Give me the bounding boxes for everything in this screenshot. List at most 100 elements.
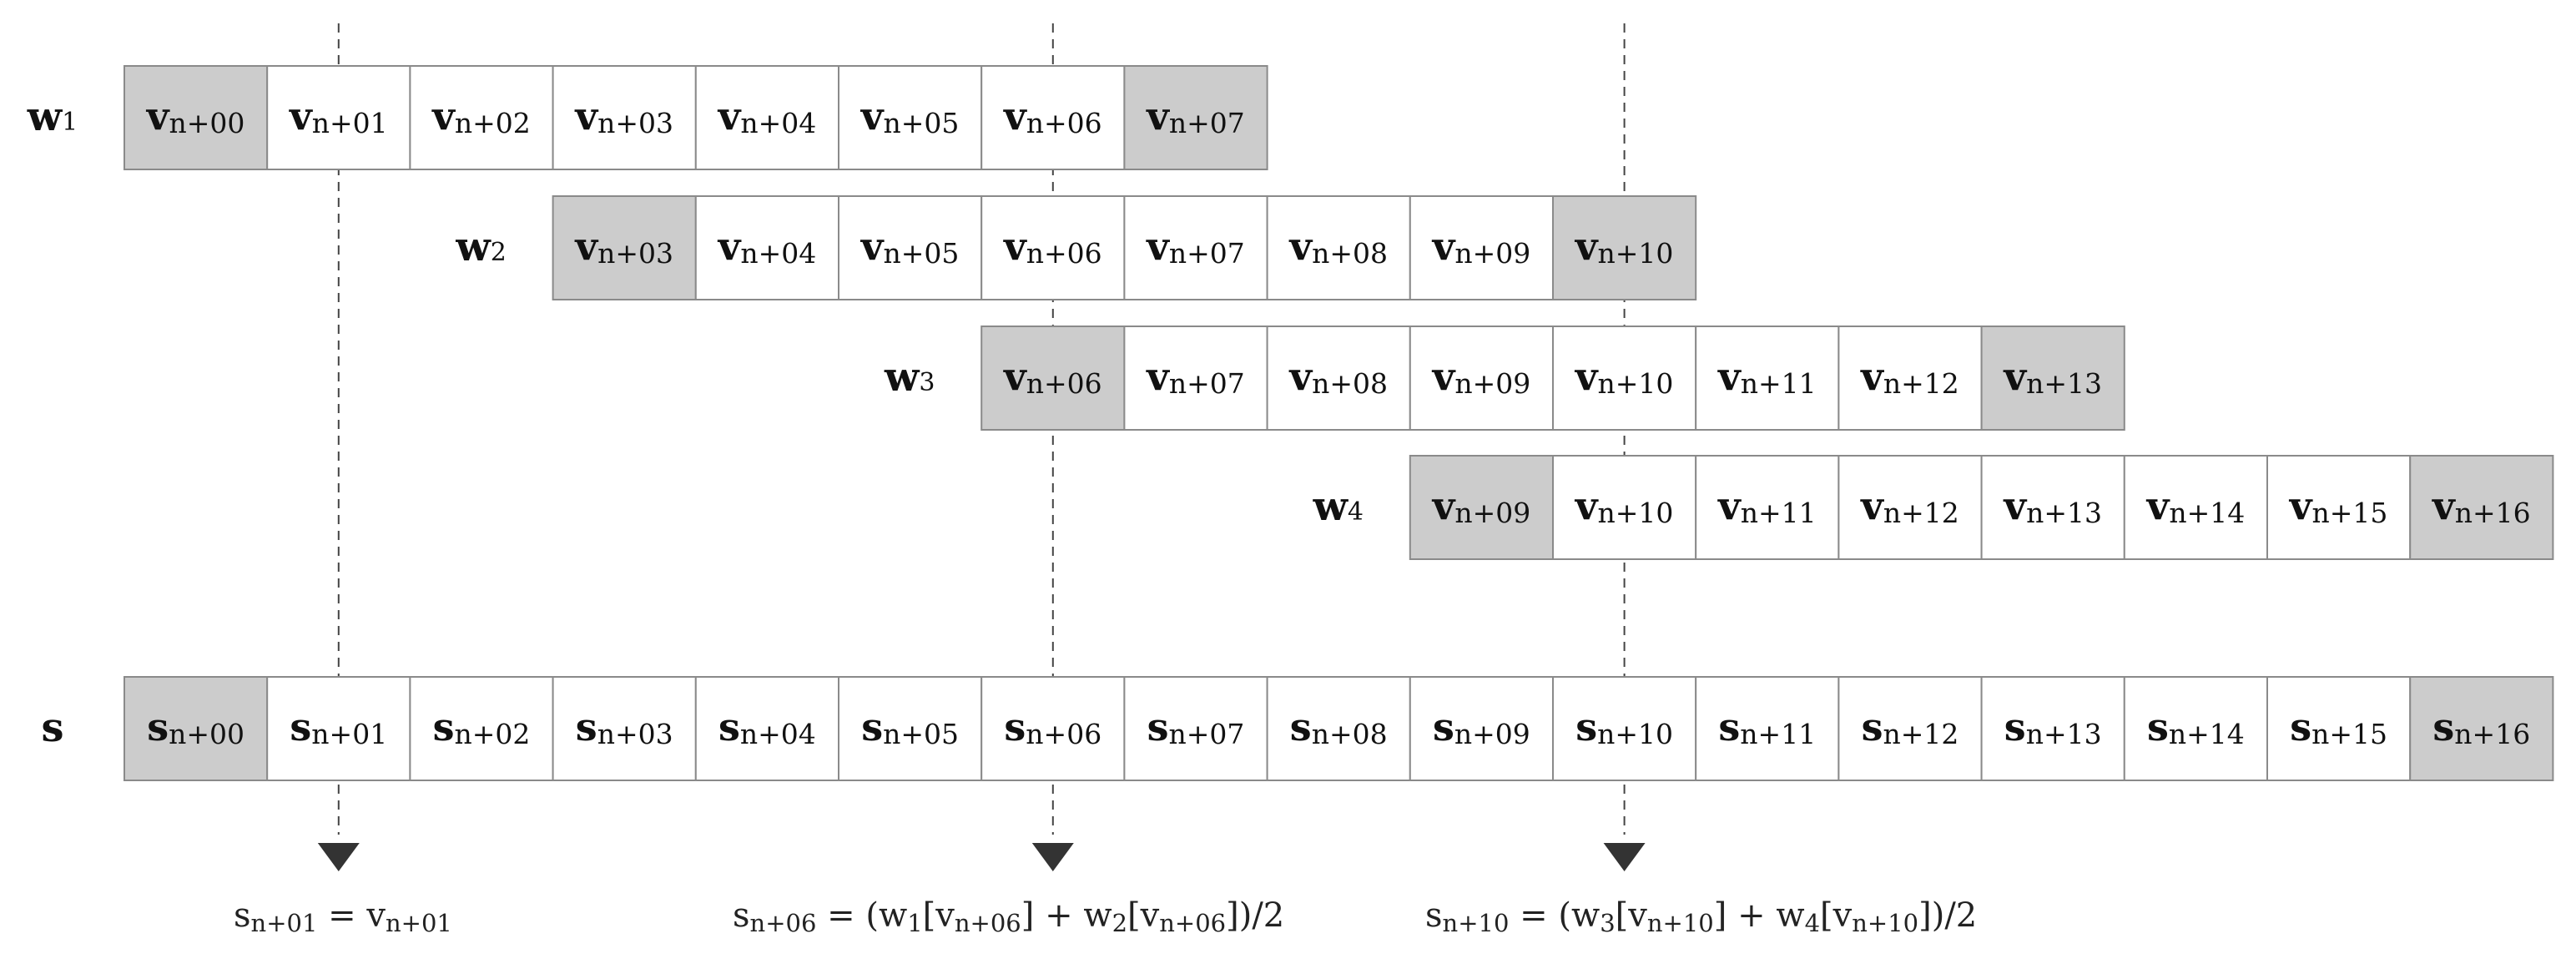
cell-box: [266, 65, 411, 170]
cell-v-n+07: vn+07: [1123, 65, 1268, 170]
cell-box: [1552, 676, 1697, 781]
highlight-cell-box: [1552, 195, 1697, 300]
cell-v-n+05: vn+05: [838, 195, 983, 300]
cell-v-n+15: vn+15: [2266, 455, 2412, 560]
cell-box: [1266, 326, 1411, 431]
highlight-cell-box: [552, 195, 697, 300]
cell-label: vn+16: [2432, 483, 2531, 529]
cell-label: vn+13: [2003, 483, 2102, 529]
cell-box: [2123, 676, 2269, 781]
cell-box: [1837, 326, 1983, 431]
cell-label: vn+10: [1575, 354, 1674, 400]
row-w1: w1 vn+00 vn+01 vn+02 vn+03 vn+04 vn+05 vn+06 vn+…: [27, 65, 1268, 170]
cell-box: [1409, 676, 1555, 781]
cell-v-n+04: vn+04: [694, 195, 839, 300]
cell-s-n+00: sn+00: [124, 676, 269, 781]
cell-label: vn+06: [1003, 93, 1102, 139]
cell-label: vn+04: [718, 93, 817, 139]
cell-box: [1266, 195, 1411, 300]
cell-s-n+06: sn+06: [980, 676, 1126, 781]
cell-v-n+04: vn+04: [694, 65, 839, 170]
cell-label: sn+07: [1147, 704, 1245, 750]
cell-s-n+11: sn+11: [1695, 676, 1840, 781]
cell-box: [1695, 326, 1840, 431]
cell-label: sn+14: [2147, 704, 2245, 750]
cell-box: [838, 676, 983, 781]
cell-v-n+14: vn+14: [2123, 455, 2269, 560]
cell-v-n+08: vn+08: [1266, 326, 1411, 431]
cell-v-n+00: vn+00: [124, 65, 269, 170]
cell-label: vn+03: [574, 224, 673, 270]
row-label: s: [41, 704, 63, 751]
cell-v-n+10: vn+10: [1552, 195, 1697, 300]
row-label: w1: [27, 93, 78, 140]
cell-v-n+09: vn+09: [1409, 195, 1555, 300]
cell-v-n+12: vn+12: [1837, 326, 1983, 431]
cell-s-n+01: sn+01: [266, 676, 411, 781]
cell-s-n+13: sn+13: [1980, 676, 2125, 781]
cell-label: vn+00: [146, 93, 245, 139]
down-arrow-icon: [1603, 843, 1646, 871]
cell-v-n+09: vn+09: [1409, 326, 1555, 431]
cell-label: vn+14: [2146, 483, 2246, 529]
cell-label: vn+12: [1860, 483, 1959, 529]
cell-v-n+06: vn+06: [980, 65, 1126, 170]
cell-v-n+13: vn+13: [1980, 455, 2125, 560]
cell-label: vn+02: [431, 93, 531, 139]
cell-label: vn+07: [1146, 354, 1245, 400]
cell-label: sn+04: [718, 704, 816, 750]
cell-label: vn+09: [1432, 224, 1531, 270]
cell-box: [1695, 455, 1840, 560]
cell-label: vn+03: [574, 93, 673, 139]
cell-s-n+12: sn+12: [1837, 676, 1983, 781]
highlight-cell-box: [1980, 326, 2125, 431]
cell-box: [1695, 676, 1840, 781]
row-label: w2: [455, 224, 506, 270]
cell-s-n+04: sn+04: [694, 676, 839, 781]
cell-v-n+10: vn+10: [1552, 455, 1697, 560]
cell-box: [409, 65, 554, 170]
cell-v-n+07: vn+07: [1123, 326, 1268, 431]
cell-s-n+09: sn+09: [1409, 676, 1555, 781]
cell-label: vn+10: [1575, 224, 1674, 270]
cell-box: [1552, 455, 1697, 560]
cell-s-n+03: sn+03: [552, 676, 697, 781]
cell-box: [1123, 326, 1268, 431]
cell-box: [266, 676, 411, 781]
cell-label: vn+09: [1432, 354, 1531, 400]
cell-box: [1123, 676, 1268, 781]
cell-box: [2123, 455, 2269, 560]
cell-label: sn+12: [1862, 704, 1959, 750]
cell-label: sn+08: [1290, 704, 1388, 750]
cell-v-n+05: vn+05: [838, 65, 983, 170]
cell-v-n+01: vn+01: [266, 65, 411, 170]
cell-s-n+08: sn+08: [1266, 676, 1411, 781]
cell-label: vn+08: [1288, 354, 1388, 400]
cell-box: [1980, 676, 2125, 781]
cell-label: vn+13: [2003, 354, 2102, 400]
formula-3: sn+10 = (w3[vn+10] + w4[vn+10])/2: [1425, 896, 1977, 937]
cell-label: sn+06: [1004, 704, 1101, 750]
cell-box: [1837, 455, 1983, 560]
cell-s-n+02: sn+02: [409, 676, 554, 781]
highlight-cell-box: [2409, 676, 2554, 781]
cell-label: vn+11: [1717, 354, 1817, 400]
cell-box: [1266, 676, 1411, 781]
cell-label: sn+00: [147, 704, 244, 750]
highlight-cell-box: [1123, 65, 1268, 170]
cell-v-n+10: vn+10: [1552, 326, 1697, 431]
cell-box: [409, 676, 554, 781]
cell-box: [1409, 195, 1555, 300]
cell-box: [2266, 455, 2412, 560]
cell-label: sn+09: [1433, 704, 1530, 750]
cell-box: [694, 195, 839, 300]
cell-v-n+03: vn+03: [552, 195, 697, 300]
cell-v-n+03: vn+03: [552, 65, 697, 170]
cell-box: [980, 676, 1126, 781]
cell-box: [980, 65, 1126, 170]
cell-label: sn+15: [2290, 704, 2387, 750]
cell-label: vn+01: [289, 93, 388, 139]
